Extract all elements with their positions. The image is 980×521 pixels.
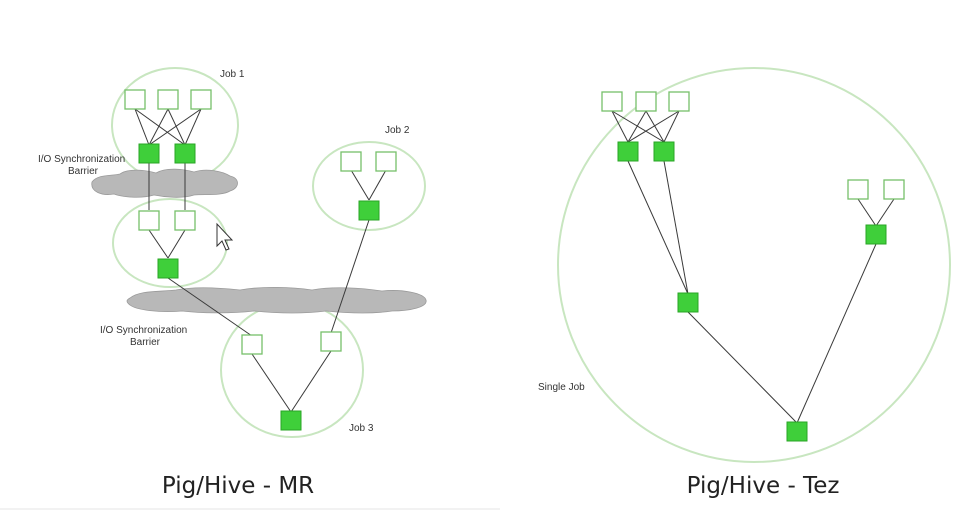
intermediate-process-node [157,258,179,279]
tez-process-node [786,421,808,442]
tez-input-node [847,179,869,200]
intermediate-input-node [138,210,160,231]
job1-input-node [124,89,146,110]
tez-input-node [601,91,623,112]
mr-panel: Job 1 Job 2 Job 3 I/O Synchronization Ba… [38,67,427,499]
mr-process-nodes [138,143,380,431]
tez-input-node [883,179,905,200]
job1-input-node [157,89,179,110]
mr-edges [134,108,387,413]
job1-label: Job 1 [220,69,245,80]
single-job-label: Single Job [538,382,585,393]
tez-process-node [653,141,675,162]
job2-ring [312,141,426,231]
tez-process-nodes [617,141,887,442]
io-barrier-label-2: I/O Synchronization Barrier [100,325,190,348]
mouse-cursor-icon [216,222,234,251]
job3-process-node [280,410,302,431]
tez-input-node [635,91,657,112]
tez-input-nodes [601,91,905,200]
job1-ring [111,67,239,183]
job2-input-node [375,151,397,172]
tez-input-node [668,91,690,112]
tez-process-node [617,141,639,162]
tez-caption: Pig/Hive - Tez [687,473,840,499]
io-barrier-label-1: I/O Synchronization Barrier [38,154,128,177]
job2-label: Job 2 [385,125,410,136]
single-job-ring [557,67,951,463]
tez-process-node [865,224,887,245]
tez-edges [611,110,895,424]
job3-input-node [241,334,263,355]
intermediate-input-node [174,210,196,231]
io-barrier-cloud-2 [126,286,427,314]
job1-process-node [174,143,196,164]
mr-input-nodes [124,89,397,355]
mr-caption: Pig/Hive - MR [162,473,314,499]
tez-panel: Single Job Pig/Hive - Tez [538,67,951,499]
intermediate-job-ring [112,198,228,288]
job1-process-node [138,143,160,164]
io-barrier-cloud-1 [91,168,238,198]
job3-input-node [320,331,342,352]
job2-input-node [340,151,362,172]
tez-process-node [677,292,699,313]
job3-label: Job 3 [349,423,374,434]
job1-input-node [190,89,212,110]
job2-process-node [358,200,380,221]
